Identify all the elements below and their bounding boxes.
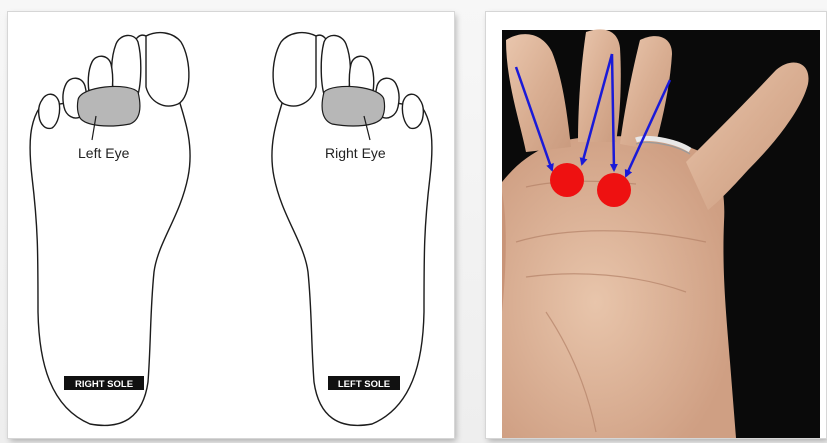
foot-reflexology-panel: Left Eye Right Eye RIGHT SOLE LEFT SOLE [8,12,454,438]
right-eye-label: Right Eye [325,145,386,161]
right-eye-zone [322,86,385,126]
acupressure-point-1 [550,163,584,197]
feet-diagram: Left Eye Right Eye RIGHT SOLE LEFT SOLE [8,12,454,438]
hand-photo-panel [486,12,826,438]
acupressure-point-2 [597,173,631,207]
hand-illustration [486,12,826,438]
left-eye-zone [77,86,140,126]
right-sole-tag: RIGHT SOLE [75,379,133,390]
left-sole-tag: LEFT SOLE [338,379,390,390]
left-eye-label: Left Eye [78,145,130,161]
